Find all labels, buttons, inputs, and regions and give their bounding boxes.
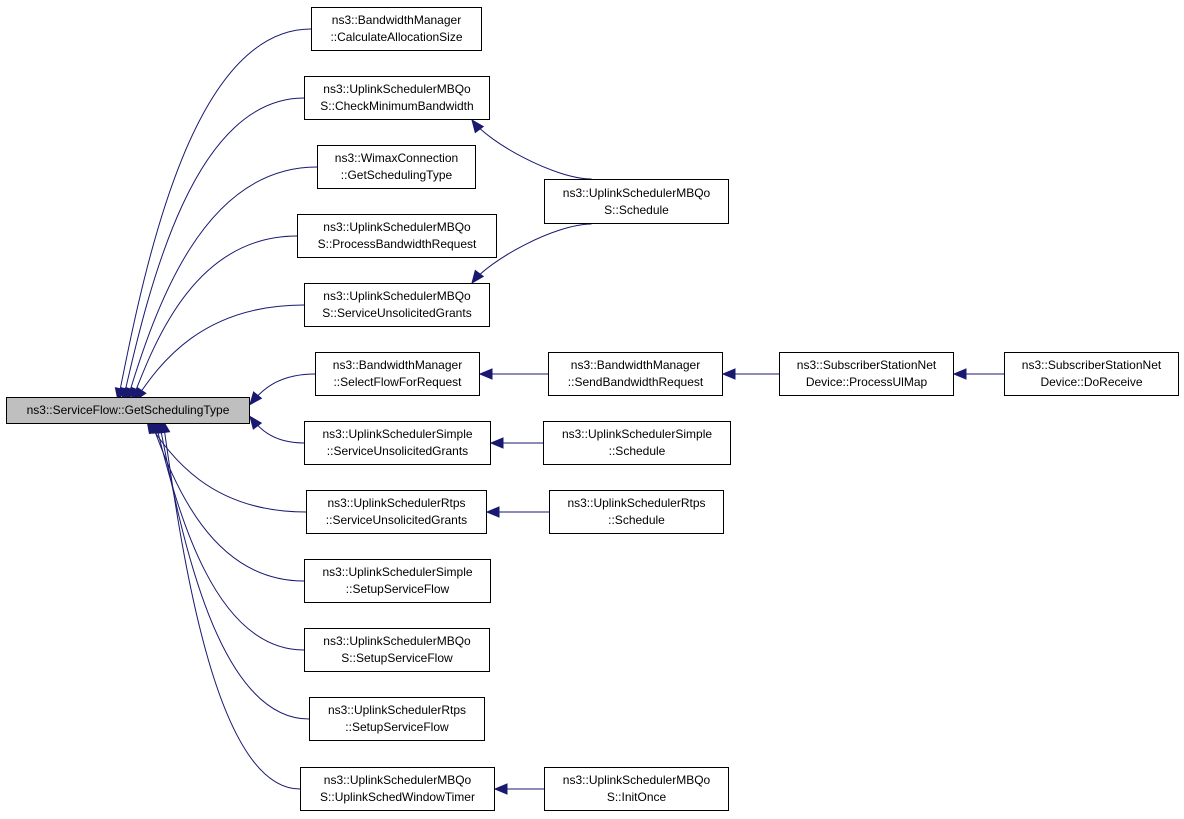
node-label-line: ::SelectFlowForRequest	[333, 375, 462, 389]
node-label-line: S::CheckMinimumBandwidth	[320, 99, 474, 113]
node-label-line: S::ProcessBandwidthRequest	[317, 237, 477, 251]
node-mbqos-setup-service-flow[interactable]: ns3::UplinkSchedulerMBQo S::SetupService…	[304, 628, 490, 672]
node-label-line: ::GetSchedulingType	[340, 168, 453, 182]
node-label-line: ns3::UplinkSchedulerMBQo	[323, 289, 471, 303]
node-label-line: ::SetupServiceFlow	[345, 582, 450, 596]
node-label-line: ns3::UplinkSchedulerSimple	[561, 427, 713, 441]
node-label-line: ns3::WimaxConnection	[334, 151, 459, 165]
node-label-line: ns3::UplinkSchedulerMBQo	[323, 220, 471, 234]
node-label-line: ns3::BandwidthManager	[570, 358, 701, 372]
node-label-line: ::Schedule	[608, 513, 665, 527]
edge-simsetup-to-root	[150, 420, 305, 582]
edge-mbqsched-to-chkmin	[471, 119, 592, 180]
edge-mbqsug-to-root	[134, 304, 305, 401]
node-label-line: ::ServiceUnsolicitedGrants	[326, 444, 469, 458]
node-label-line: ns3::UplinkSchedulerSimple	[322, 427, 473, 441]
node-label-line: ns3::UplinkSchedulerMBQo	[323, 634, 471, 648]
node-label-line: ns3::UplinkSchedulerMBQo	[323, 773, 472, 787]
arrowhead-select-to-root	[249, 391, 263, 406]
node-label-line: ns3::ServiceFlow::GetSchedulingType	[26, 403, 230, 417]
edge-select-to-root	[249, 373, 316, 405]
node-label-line: ns3::BandwidthManager	[332, 358, 463, 372]
arrowhead-simsug-to-root	[249, 415, 263, 430]
node-label-line: ns3::UplinkSchedulerSimple	[322, 565, 473, 579]
node-root[interactable]: ns3::ServiceFlow::GetSchedulingType	[6, 397, 250, 424]
arrowhead-initonce-to-winTimer	[493, 783, 508, 795]
edge-calc-to-root	[117, 28, 312, 401]
edge-mbqsetup-to-root	[154, 420, 305, 651]
node-label-line: Device::DoReceive	[1040, 375, 1143, 389]
arrowhead-dorecv-to-ulmap	[952, 368, 967, 380]
edge-chkmin-to-root	[122, 97, 305, 401]
node-label-line: ::SetupServiceFlow	[345, 720, 449, 734]
node-process-ul-map[interactable]: ns3::SubscriberStationNet Device::Proces…	[779, 352, 954, 396]
node-label-line: S::UplinkSchedWindowTimer	[320, 790, 475, 804]
arrowhead-ulmap-to-sendbw	[721, 368, 736, 380]
node-uplink-sched-window-timer[interactable]: ns3::UplinkSchedulerMBQo S::UplinkSchedW…	[300, 767, 495, 811]
node-wimax-get-scheduling-type[interactable]: ns3::WimaxConnection ::GetSchedulingType	[317, 145, 476, 189]
arrowhead-mbqsched-to-mbqsug	[471, 269, 485, 285]
node-do-receive[interactable]: ns3::SubscriberStationNet Device::DoRece…	[1004, 352, 1179, 396]
node-mbqos-service-unsolicited-grants[interactable]: ns3::UplinkSchedulerMBQo S::ServiceUnsol…	[304, 283, 490, 327]
node-select-flow-for-request[interactable]: ns3::BandwidthManager ::SelectFlowForReq…	[315, 352, 480, 396]
node-mbqos-schedule[interactable]: ns3::UplinkSchedulerMBQo S::Schedule	[544, 179, 729, 224]
node-label-line: S::Schedule	[604, 202, 669, 217]
node-label-line: ns3::SubscriberStationNet	[796, 358, 937, 372]
node-send-bandwidth-request[interactable]: ns3::BandwidthManager ::SendBandwidthReq…	[548, 352, 723, 396]
arrowhead-simsched-to-simsug	[489, 437, 504, 449]
node-label-line: ns3::BandwidthManager	[331, 13, 462, 27]
node-label-line: ns3::UplinkSchedulerRtps	[327, 703, 467, 717]
node-label-line: ::SendBandwidthRequest	[567, 375, 704, 389]
node-simple-service-unsolicited-grants[interactable]: ns3::UplinkSchedulerSimple ::ServiceUnso…	[304, 421, 491, 465]
node-label-line: ns3::UplinkSchedulerMBQo	[323, 82, 471, 96]
node-label-line: S::SetupServiceFlow	[341, 651, 453, 665]
node-label-line: ns3::UplinkSchedulerRtps	[567, 496, 706, 510]
node-init-once[interactable]: ns3::UplinkSchedulerMBQo S::InitOnce	[544, 767, 729, 811]
edge-winTimer-to-root	[162, 420, 301, 790]
node-label-line: ns3::UplinkSchedulerRtps	[327, 496, 466, 510]
node-rtps-schedule[interactable]: ns3::UplinkSchedulerRtps ::Schedule	[549, 490, 724, 534]
node-label-line: ::CalculateAllocationSize	[330, 30, 463, 44]
node-simple-schedule[interactable]: ns3::UplinkSchedulerSimple ::Schedule	[543, 421, 731, 465]
node-label-line: ns3::UplinkSchedulerMBQo	[562, 185, 711, 200]
edge-rtpsetup-to-root	[158, 420, 310, 720]
node-label-line: ::ServiceUnsolicitedGrants	[325, 513, 468, 527]
edge-simsug-to-root	[249, 416, 305, 444]
arrowhead-rtpsched-to-rtpsug	[485, 506, 500, 518]
node-label-line: ns3::UplinkSchedulerMBQo	[562, 773, 711, 787]
node-rtps-service-unsolicited-grants[interactable]: ns3::UplinkSchedulerRtps ::ServiceUnsoli…	[306, 490, 487, 534]
edge-procbw-to-root	[131, 235, 298, 401]
node-label-line: Device::ProcessUlMap	[805, 375, 928, 389]
arrowhead-mbqsched-to-chkmin	[471, 118, 485, 134]
node-label-line: S::ServiceUnsolicitedGrants	[322, 306, 472, 320]
edge-wimax-to-root	[126, 166, 318, 401]
node-rtps-setup-service-flow[interactable]: ns3::UplinkSchedulerRtps ::SetupServiceF…	[309, 697, 485, 741]
node-simple-setup-service-flow[interactable]: ns3::UplinkSchedulerSimple ::SetupServic…	[304, 559, 491, 603]
node-label-line: S::InitOnce	[606, 790, 667, 804]
node-label-line: ns3::SubscriberStationNet	[1021, 358, 1162, 372]
node-process-bandwidth-request[interactable]: ns3::UplinkSchedulerMBQo S::ProcessBandw…	[297, 214, 497, 258]
arrowhead-sendbw-to-select	[478, 368, 493, 380]
node-label-line: ::Schedule	[608, 444, 666, 458]
edge-rtpsug-to-root	[146, 420, 307, 513]
node-check-minimum-bandwidth[interactable]: ns3::UplinkSchedulerMBQo S::CheckMinimum…	[304, 76, 490, 120]
node-calculate-allocation-size[interactable]: ns3::BandwidthManager ::CalculateAllocat…	[311, 7, 482, 51]
